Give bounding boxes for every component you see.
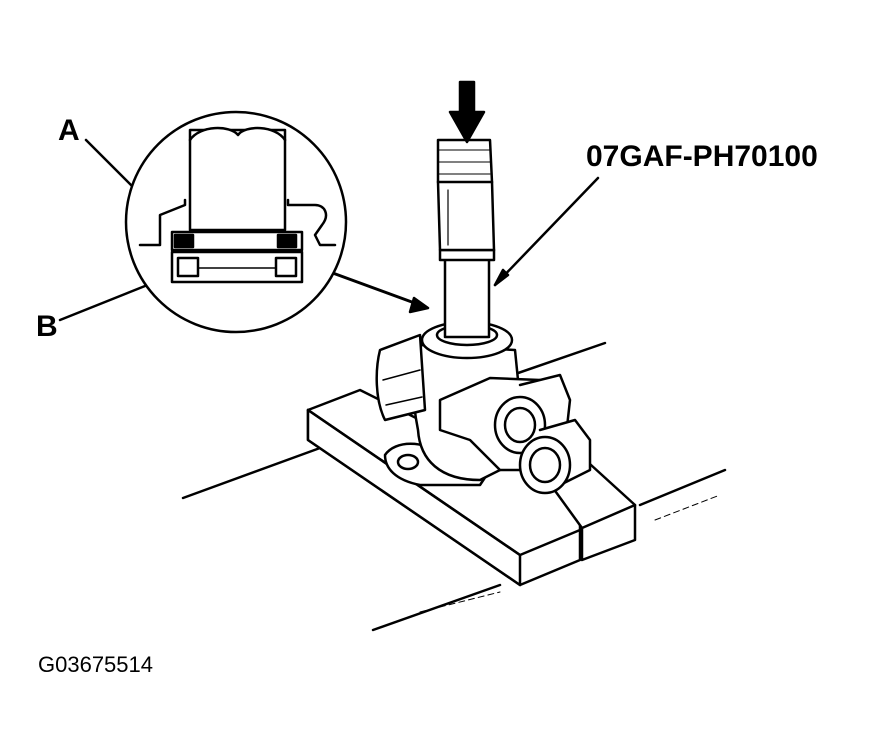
- press-arrow: [448, 80, 486, 144]
- valve-body: [375, 320, 592, 495]
- tool-part-number: 07GAF-PH70100: [586, 140, 818, 173]
- installer-tool: [436, 138, 496, 339]
- label-a: A: [58, 114, 80, 147]
- figure-code: G03675514: [38, 652, 153, 677]
- detail-inset: [124, 110, 348, 334]
- label-b: B: [36, 310, 58, 343]
